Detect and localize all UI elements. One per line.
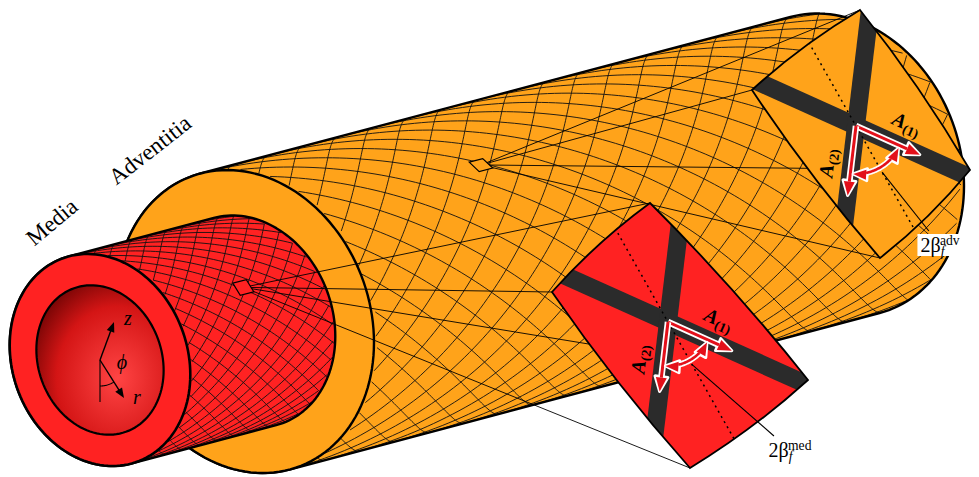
media-wall: [10, 216, 336, 466]
fibre-line: [374, 91, 510, 371]
label-part: 2β: [769, 439, 789, 461]
fibre-angle-arc: [866, 159, 891, 173]
fibre-line: [115, 232, 292, 244]
fibre-angle-arc: [678, 353, 699, 365]
angle-leader-line: [692, 365, 774, 436]
fibre-band: [820, 0, 891, 424]
fibre-band: [632, 24, 703, 477]
fibre-angle-arc-head: [697, 342, 707, 356]
label-part: r: [133, 386, 141, 408]
label-part: 2β: [920, 234, 940, 256]
media-front-face: [10, 254, 191, 466]
fibre-angle-arc-head-halo: [853, 169, 867, 181]
fibre-vector-2-halo: [661, 322, 668, 378]
fibre-line: [346, 242, 568, 396]
fibre-line: [805, 280, 929, 332]
z-axis-arrow: [100, 330, 111, 360]
fibre-line: [174, 221, 202, 311]
media-layer: [10, 216, 336, 466]
fibre-vector-1-head: [905, 144, 920, 155]
reference-line: [99, 360, 100, 402]
axis-label: z: [124, 308, 132, 328]
fibre-line: [376, 100, 476, 336]
fibre-vector-2-head: [844, 181, 855, 196]
fibre-vector-2-head-halo: [843, 180, 856, 196]
label-part: ϕ: [117, 351, 127, 373]
vector-label: A(1): [889, 107, 924, 137]
layer-label: Adventitia: [105, 111, 196, 189]
fibre-line: [191, 224, 264, 381]
fibre-line: [207, 391, 319, 444]
tissue-patch-outline: [552, 203, 808, 468]
fibre-angle-arc-halo: [866, 159, 891, 173]
fibre-line: [139, 235, 150, 271]
label-part: z: [124, 307, 132, 329]
zoom-leader-line: [481, 90, 752, 165]
fibre-line: [179, 255, 305, 428]
zoom-leader-line: [243, 287, 552, 292]
angle-label: 2βfadv: [917, 234, 962, 256]
fibre-line: [189, 375, 327, 449]
axial-dotted-line: [520, 61, 815, 477]
tissue-patch-outline: [752, 10, 970, 258]
vector-label: A(1): [701, 303, 736, 333]
media-outline: [10, 216, 336, 466]
vector-label: A(2): [628, 343, 651, 374]
r-axis-arrow-head: [115, 387, 124, 398]
lumen: [36, 285, 163, 434]
label-part: Adventitia: [104, 110, 196, 189]
vector-label: A(2): [816, 147, 839, 178]
fibre-line: [125, 239, 133, 261]
r-axis-arrow: [100, 360, 119, 390]
fibre-angle-arc-head-halo: [665, 361, 679, 373]
fibre-line: [153, 230, 167, 280]
fibre-line: [289, 147, 302, 186]
label-part: Media: [21, 194, 82, 251]
angle-leader-line: [882, 172, 929, 231]
fibre-angle-arc-head: [665, 362, 678, 372]
label-part: (2): [638, 344, 655, 362]
fibre-line: [184, 243, 292, 414]
axis-label: r: [133, 387, 141, 407]
fibre-line: [183, 217, 218, 326]
fibre-line: [341, 128, 371, 231]
angle-label: 2βfmed: [766, 439, 815, 461]
fibre-bands: [394, 24, 941, 477]
fibre-angle-arc-halo: [678, 353, 699, 365]
fibre-vector-2: [661, 322, 668, 378]
label-part: med: [788, 438, 811, 453]
fibre-line: [365, 82, 545, 403]
fibre-band: [394, 199, 941, 445]
fibre-vector-1-head: [717, 340, 732, 351]
media-inset: [233, 24, 942, 477]
label-part: (2): [826, 148, 843, 166]
fibre-angle-arc-head: [888, 148, 898, 162]
phi-arc: [100, 382, 114, 386]
fibre-line: [165, 226, 185, 295]
fibre-vector-2-head-halo: [655, 376, 668, 392]
z-axis-arrow-head: [107, 322, 115, 333]
fibre-line: [350, 73, 580, 430]
fibre-line: [317, 137, 336, 205]
label-part: adv: [940, 233, 960, 248]
fibre-vector-2-head: [656, 377, 667, 392]
fibre-line: [224, 402, 311, 439]
axis-label: ϕ: [117, 352, 127, 372]
fibre-angle-arc-head: [853, 170, 866, 180]
surface-patch-marker: [233, 280, 254, 296]
surface-patch-marker: [469, 159, 493, 172]
fibre-line: [770, 254, 946, 342]
layer-label: Media: [22, 194, 82, 249]
fibre-line: [188, 216, 234, 346]
fibre-line: [370, 110, 440, 301]
